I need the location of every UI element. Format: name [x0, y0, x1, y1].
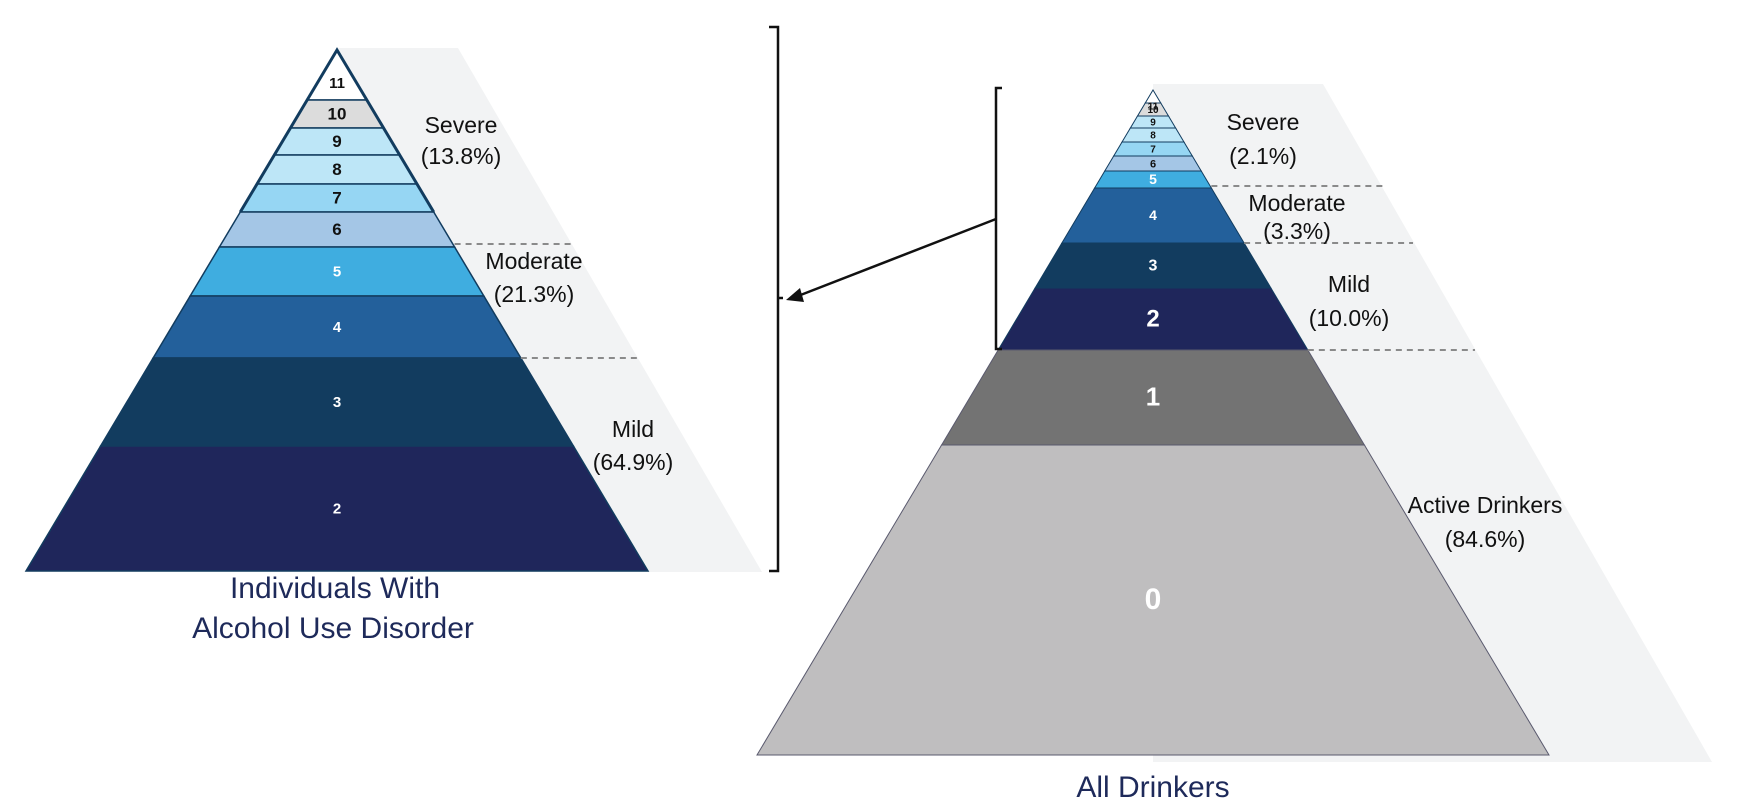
right-level-0: [756, 444, 1550, 756]
left-group-percent: (21.3%): [494, 281, 575, 307]
right-level-number: 8: [1150, 131, 1156, 142]
right-group-percent: (3.3%): [1263, 218, 1331, 244]
left-level-number: 6: [332, 220, 341, 239]
right-group-percent: (84.6%): [1445, 526, 1526, 552]
left-level-number: 10: [328, 104, 347, 123]
left-level-number: 7: [332, 188, 341, 207]
left-caption: Alcohol Use Disorder: [192, 612, 474, 645]
left-level-number: 5: [333, 263, 341, 280]
right-group-name: Mild: [1328, 271, 1370, 297]
right-level-number: 7: [1150, 145, 1156, 156]
left-group-name: Mild: [612, 416, 654, 442]
right-group-name: Moderate: [1248, 190, 1345, 216]
left-group-percent: (13.8%): [421, 143, 502, 169]
left-level-number: 11: [329, 75, 345, 92]
left-level-number: 2: [333, 500, 341, 517]
right-group-name: Active Drinkers: [1408, 492, 1563, 518]
connector-arrow-line: [797, 217, 997, 298]
left-level-number: 9: [332, 132, 341, 151]
right-level-number: 2: [1146, 305, 1159, 332]
right-level-number: 11: [1148, 102, 1159, 113]
right-bracket: [994, 86, 1002, 351]
left-bracket: [769, 25, 783, 573]
right-level-number: 10: [1147, 105, 1159, 116]
right-level-number: 5: [1149, 171, 1157, 187]
right-level-number: 9: [1150, 118, 1156, 129]
right-level-number: 1: [1146, 381, 1160, 411]
connector-arrow-head: [786, 288, 804, 302]
left-level-number: 8: [332, 160, 341, 179]
left-caption: Individuals With: [230, 572, 440, 605]
group-labels: Severe (13.8%) Moderate (21.3%) Mild (64.9%) S…: [421, 109, 1563, 552]
left-severe-outline: [239, 47, 435, 213]
left-level-number: 4: [333, 319, 342, 336]
right-group-percent: (2.1%): [1229, 143, 1297, 169]
right-level-number: 0: [1145, 583, 1162, 616]
left-group-name: Moderate: [485, 248, 582, 274]
right-group-name: Severe: [1227, 109, 1300, 135]
right-group-percent: (10.0%): [1309, 305, 1390, 331]
right-level-number: 6: [1150, 158, 1156, 170]
left-level-2: [24, 445, 650, 572]
connector-lines: [454, 25, 1475, 573]
right-level-number: 4: [1149, 207, 1157, 223]
right-caption: All Drinkers: [1076, 771, 1229, 804]
right-level-number: 3: [1149, 258, 1158, 275]
left-level-number: 3: [333, 394, 341, 411]
left-group-name: Severe: [425, 112, 498, 138]
left-group-percent: (64.9%): [593, 449, 674, 475]
